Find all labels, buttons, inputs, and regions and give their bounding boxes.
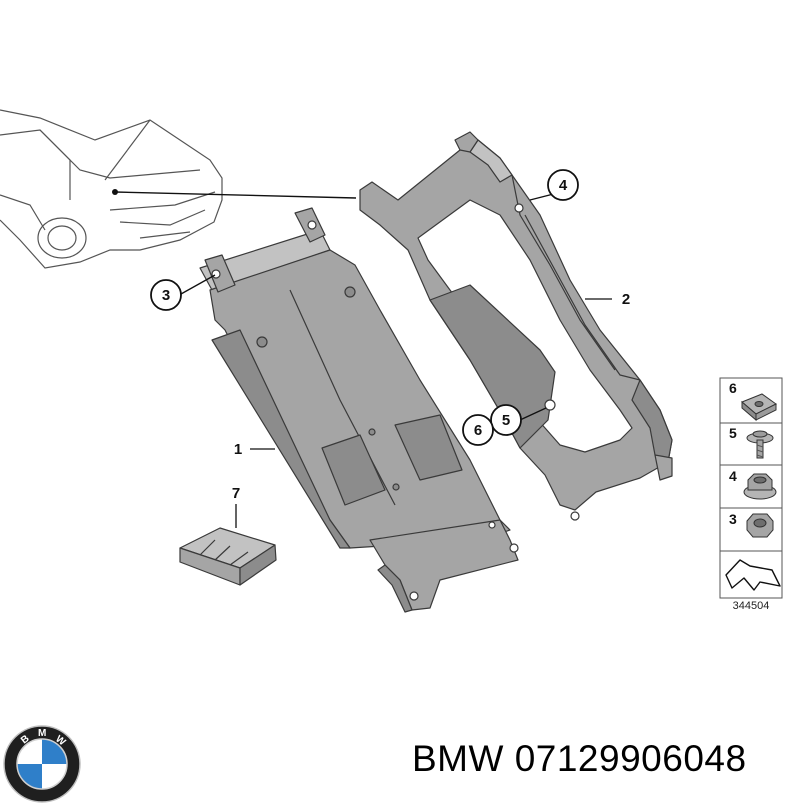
vehicle-outline xyxy=(0,109,223,269)
part-number-title: BMW 07129906048 xyxy=(412,738,747,779)
flange-nut-icon xyxy=(743,473,777,500)
screw-with-washer-icon xyxy=(746,430,774,459)
callout-3-number: 3 xyxy=(162,287,170,304)
bmw-roundel-logo: B M W xyxy=(3,725,81,803)
hardware-legend: 6 5 4 3 34 xyxy=(719,377,783,612)
hex-nut-icon xyxy=(746,513,774,538)
callout-6: 6 xyxy=(462,414,494,446)
callout-6-number: 6 xyxy=(474,422,482,439)
part-7-block xyxy=(179,527,277,586)
part-1-module xyxy=(199,207,519,613)
callout-3: 3 xyxy=(150,279,182,311)
bracket-arrow-icon xyxy=(725,559,781,591)
speed-nut-clip-icon xyxy=(741,393,777,422)
svg-text:M: M xyxy=(38,728,46,739)
diagram-reference-number: 344504 xyxy=(733,600,770,612)
callout-5-number: 5 xyxy=(502,412,510,429)
callout-1-number: 1 xyxy=(234,441,242,458)
callout-2-number: 2 xyxy=(622,291,630,308)
legend-number-4: 4 xyxy=(729,468,737,484)
callout-4-number: 4 xyxy=(559,177,568,194)
callout-7-number: 7 xyxy=(232,485,240,502)
part-2-bracket xyxy=(359,131,673,521)
legend-number-6: 6 xyxy=(729,380,737,396)
callout-5: 5 xyxy=(490,404,522,436)
legend-number-5: 5 xyxy=(729,425,737,441)
legend-number-3: 3 xyxy=(729,511,737,527)
callout-4: 4 xyxy=(547,169,579,201)
leader-lines xyxy=(180,187,612,528)
vehicle-leader-line xyxy=(114,191,357,199)
